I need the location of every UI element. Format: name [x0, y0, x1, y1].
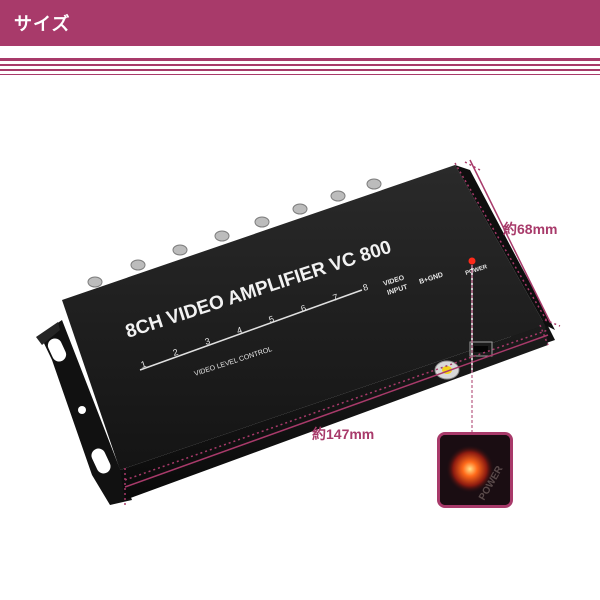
channel-label: 8 [362, 282, 370, 293]
zoom-image: POWER [440, 435, 510, 505]
header-banner: サイズ [0, 0, 600, 46]
flange-slot-top [47, 338, 67, 362]
channel-label: 2 [172, 347, 180, 358]
channel-numbers: 1 2 3 4 5 6 7 8 [140, 282, 370, 370]
dimension-guides [124, 161, 561, 505]
depth-label: 約68mm [503, 221, 558, 237]
page-title: サイズ [14, 14, 71, 35]
flange-hole [78, 406, 86, 414]
flange-slot-bottom [91, 448, 111, 474]
power-connector [469, 341, 493, 357]
channel-label: 7 [332, 292, 340, 303]
channel-label: 5 [268, 314, 276, 325]
width-label: 約147mm [312, 426, 375, 442]
channel-label: 3 [204, 336, 212, 347]
channel-label: 4 [236, 325, 244, 336]
power-led [468, 257, 476, 265]
channel-label: 6 [300, 303, 308, 314]
channel-baseline [139, 289, 363, 371]
bnc-connectors [87, 178, 382, 288]
header-stripes [0, 46, 600, 78]
width-dimension-line [124, 334, 549, 488]
device-top [62, 165, 545, 470]
rca-jack [434, 360, 460, 380]
power-led-zoom: POWER [437, 432, 513, 508]
channel-label: 1 [140, 359, 148, 370]
depth-dimension-line [469, 159, 551, 323]
